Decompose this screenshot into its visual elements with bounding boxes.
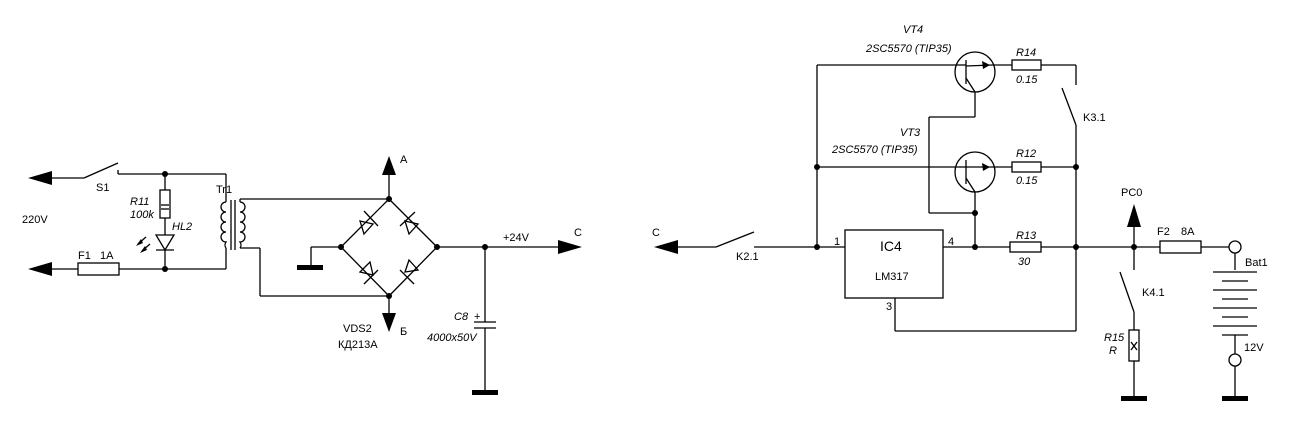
resistor-r13 [1009, 241, 1160, 253]
label-f1: F1 [78, 250, 91, 262]
transistor-vt3 [954, 151, 996, 193]
label-c-input: C [652, 227, 660, 239]
battery-bat1 [1213, 240, 1257, 401]
mains-input-arrow-bottom [28, 262, 52, 276]
label-s1: S1 [96, 182, 109, 194]
label-pin1: 1 [834, 236, 840, 248]
transistor-vt4 [954, 51, 996, 93]
label-vt4-type: 2SC5570 (TIP35) [865, 43, 952, 55]
label-f2: F2 [1157, 226, 1170, 238]
label-k4-1: K4.1 [1142, 287, 1165, 299]
output-a-arrow [382, 156, 396, 175]
input-c-arrow [654, 240, 678, 254]
label-r11-value: 100k [130, 209, 154, 221]
label-pin3: 3 [886, 301, 892, 313]
label-tr1: Tr1 [216, 184, 232, 196]
label-r15-value: R [1109, 345, 1117, 357]
label-vt4: VT4 [903, 24, 923, 36]
label-ic4-type: LM317 [875, 271, 909, 283]
label-vds2: VDS2 [343, 323, 372, 335]
label-r15: R15 [1104, 332, 1125, 344]
label-r13: R13 [1016, 230, 1037, 242]
fuse-f1 [52, 262, 226, 276]
label-r14-value: 0.15 [1016, 74, 1038, 86]
label-k2-1: K2.1 [736, 251, 759, 263]
led-hl2 [136, 230, 176, 269]
label-pin4: 4 [948, 236, 954, 248]
label-c-output: C [574, 227, 582, 239]
resistor-r12 [992, 161, 1076, 173]
output-c-arrow [558, 240, 582, 254]
label-pc0: PC0 [1121, 187, 1142, 199]
label-220v: 220V [22, 214, 48, 226]
resistor-r14 [992, 59, 1076, 71]
label-r12: R12 [1016, 148, 1036, 160]
ic4-lm317-body [844, 229, 944, 299]
label-r11: R11 [130, 196, 149, 208]
label-vds2-type: КД213А [338, 339, 378, 351]
label-bat1: Bat1 [1245, 257, 1268, 269]
switch-k4-1 [1119, 247, 1135, 330]
label-a: A [400, 154, 408, 166]
label-r13-value: 30 [1018, 256, 1031, 268]
label-r14: R14 [1016, 47, 1036, 59]
output-b-arrow [382, 313, 396, 332]
label-r12-value: 0.15 [1016, 175, 1038, 187]
resistor-r15 [1121, 329, 1147, 401]
label-12v: 12V [1244, 342, 1264, 354]
fuse-f2 [1159, 240, 1229, 254]
label-vt3: VT3 [900, 127, 921, 139]
label-f1-value: 1A [100, 250, 114, 262]
label-c8-value: 4000x50V [427, 332, 478, 344]
capacitor-c8 [472, 247, 498, 395]
ground-symbol [297, 265, 323, 270]
label-k3-1: K3.1 [1083, 112, 1106, 124]
label-c8-plus: + [474, 311, 480, 323]
label-hl2: HL2 [172, 221, 192, 233]
transformer-tr1 [220, 174, 389, 297]
switch-k3-1 [1061, 65, 1077, 247]
label-b: Б [400, 326, 407, 338]
resistor-r11 [159, 174, 171, 230]
label-c8: C8 [454, 311, 469, 323]
switch-s1 [52, 162, 226, 179]
label-vt3-type: 2SC5570 (TIP35) [831, 144, 918, 156]
label-24v: +24V [503, 232, 530, 244]
label-r15-x: X [1144, 329, 1145, 331]
switch-k2-1 [678, 231, 845, 248]
diode-bridge-vds2 [340, 198, 438, 297]
pc0-arrow [1127, 204, 1141, 227]
mains-input-arrow-top [28, 171, 52, 185]
label-ic4: IC4 [880, 238, 902, 254]
label-f2-value: 8A [1181, 226, 1195, 238]
